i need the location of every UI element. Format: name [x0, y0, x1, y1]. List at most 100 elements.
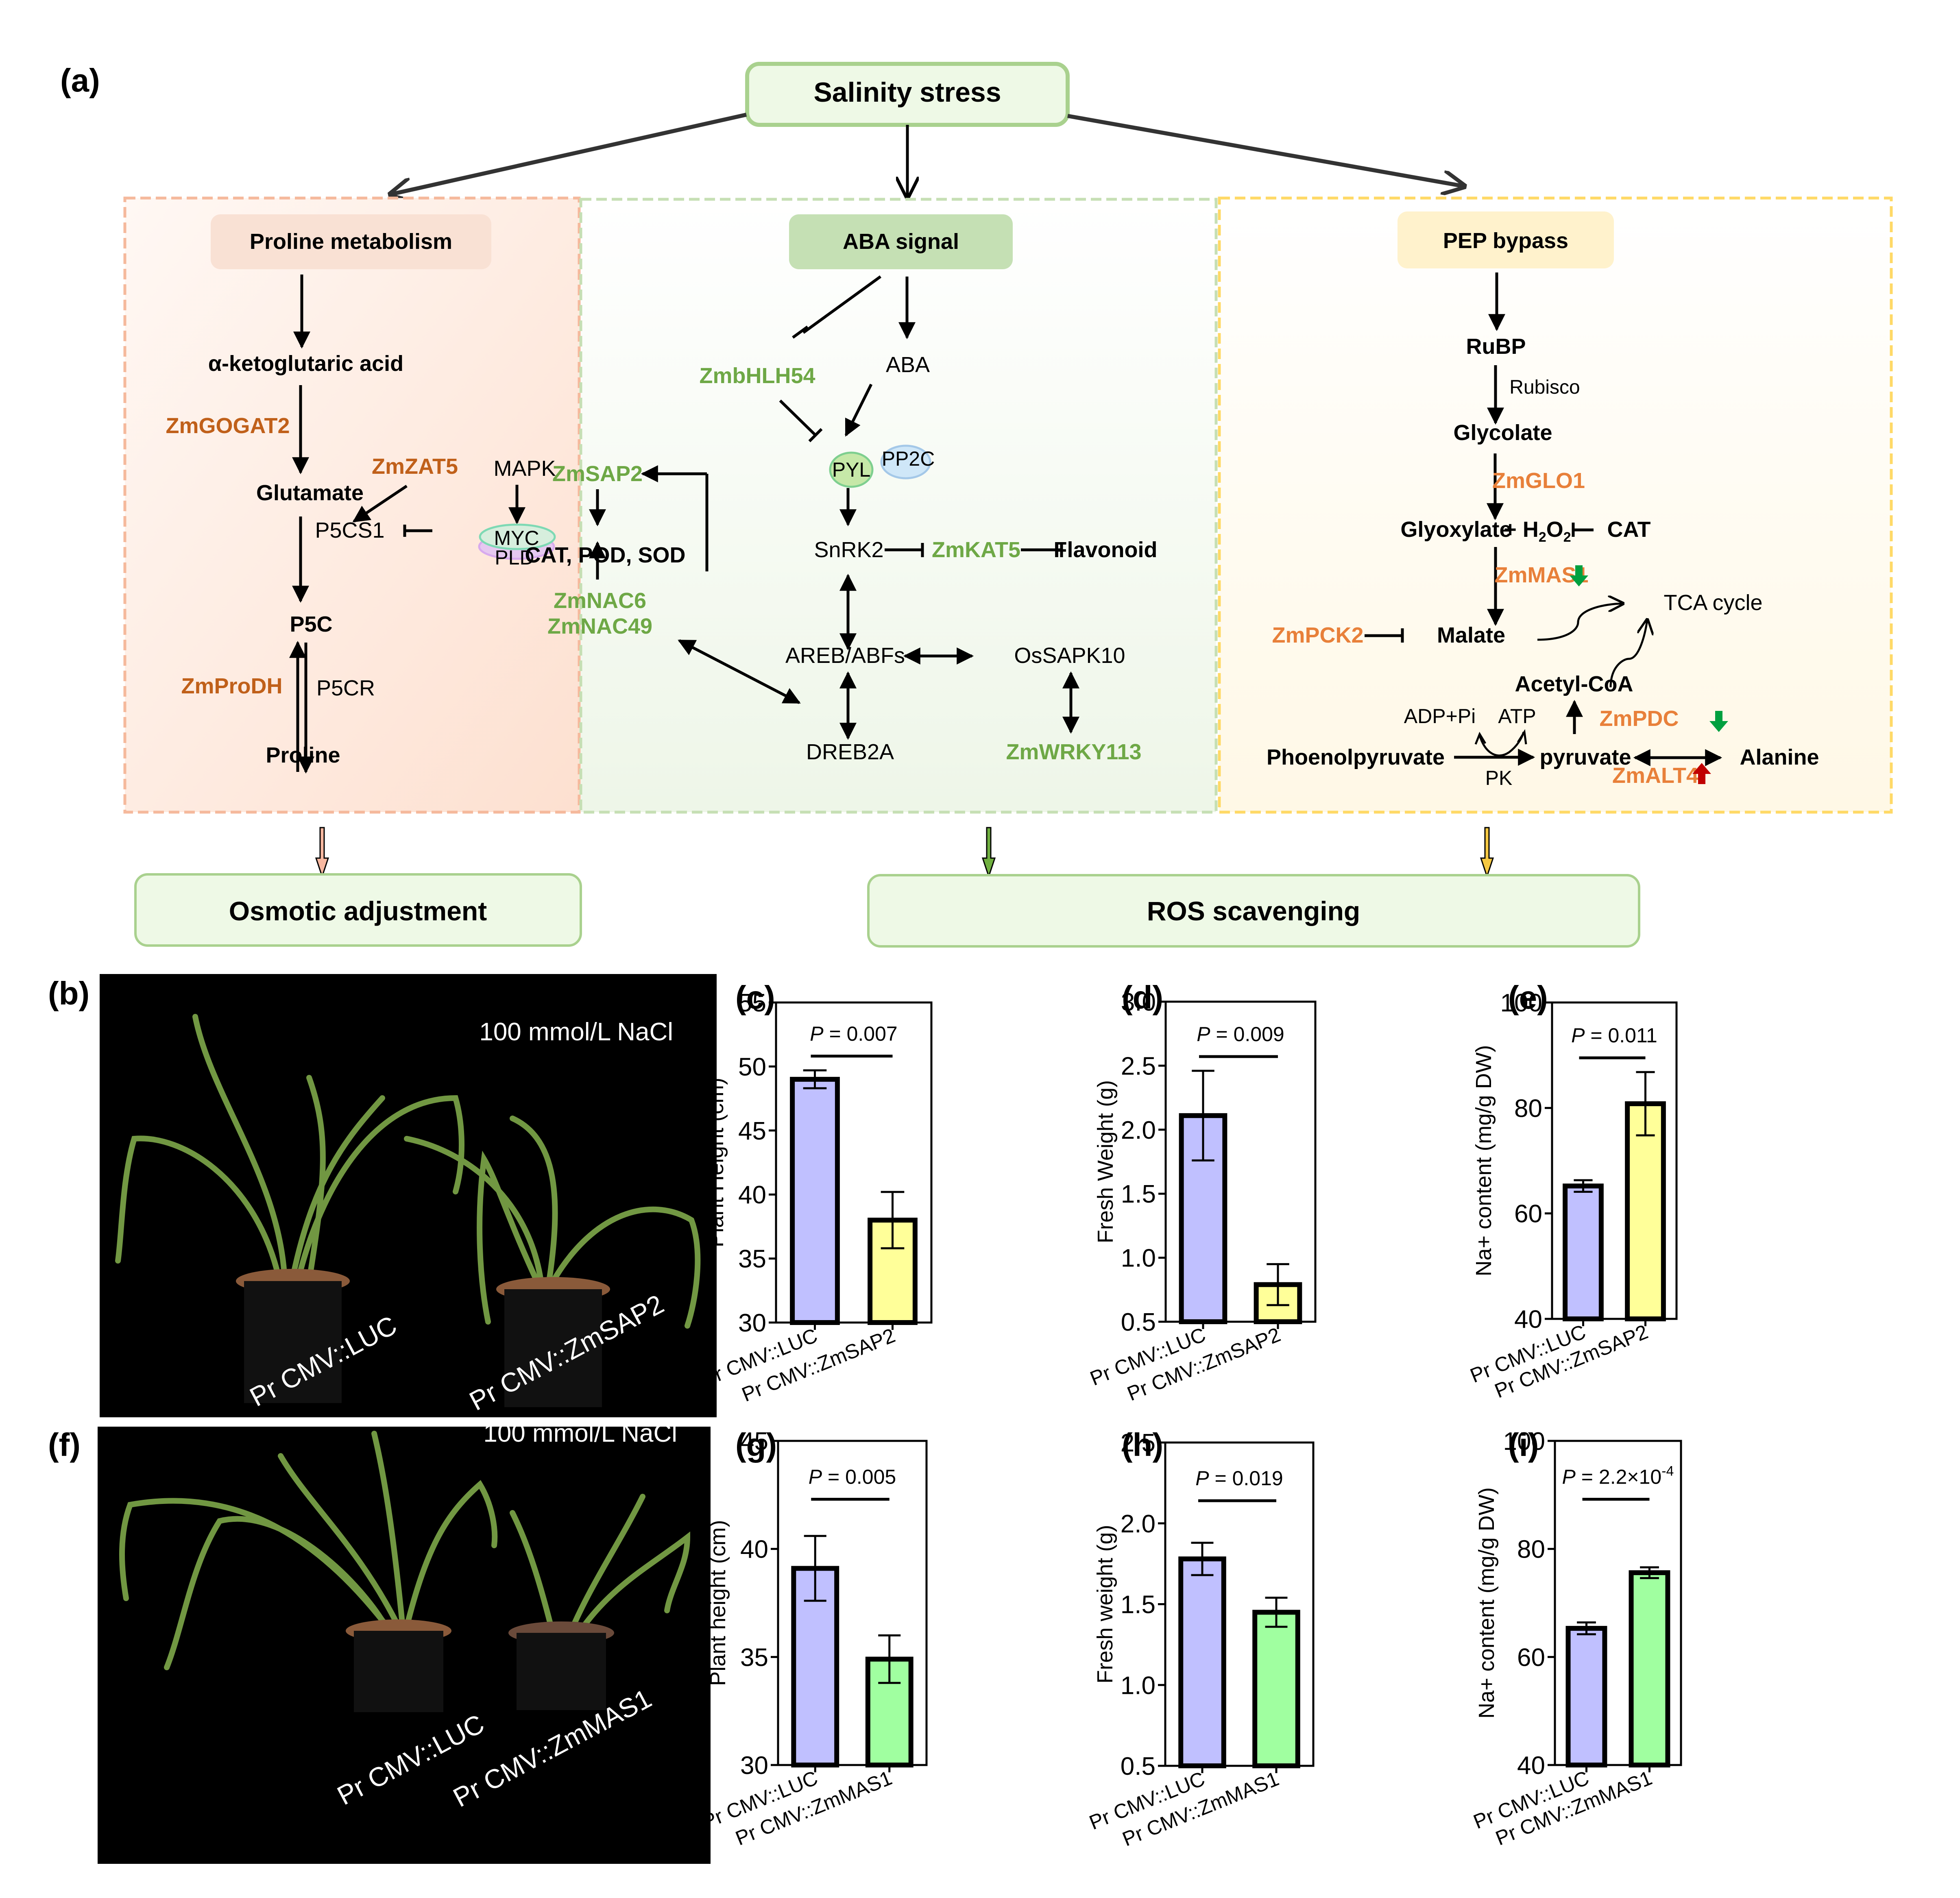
- y-tick-label: 80: [1517, 1536, 1545, 1564]
- bar-h-0: [1178, 1556, 1226, 1768]
- gene-zmalt4: ZmALT4: [1612, 763, 1698, 788]
- gene-zmbhlh54: ZmbHLH54: [699, 364, 815, 388]
- y-tick-label: 1.5: [1121, 1180, 1156, 1208]
- pep-pathway: RuBP Rubisco Glycolate ZmGLO1 Glyoxylate…: [1267, 272, 1819, 789]
- svg-text:ABA signal: ABA signal: [843, 229, 959, 254]
- p5cs1: P5CS1: [315, 518, 384, 543]
- p5cr: P5CR: [316, 676, 375, 700]
- gene-zmglo1: ZmGLO1: [1492, 469, 1585, 493]
- gene-zmgogat2: ZmGOGAT2: [166, 414, 290, 438]
- bar-i-1: [1629, 1570, 1670, 1767]
- y-tick-label: 1.5: [1121, 1591, 1156, 1619]
- y-tick-label: 2.0: [1121, 1510, 1156, 1538]
- y-axis-label-i: Na+ content (mg/g DW): [1474, 1487, 1499, 1719]
- gene-zmkat5: ZmKAT5: [932, 538, 1020, 562]
- y-tick-label: 3.0: [1121, 988, 1156, 1016]
- p-value-label: P = 0.019: [1195, 1467, 1283, 1490]
- glycolate: Glycolate: [1453, 421, 1552, 445]
- y-tick-label: 1.0: [1121, 1671, 1156, 1700]
- malate: Malate: [1437, 623, 1505, 647]
- bar-e-1: [1625, 1101, 1666, 1321]
- p-value-label: P = 0.009: [1197, 1023, 1284, 1046]
- salinity-stress-node: Salinity stress: [745, 62, 1070, 127]
- y-tick-label: 35: [738, 1245, 766, 1273]
- bar-e-0: [1563, 1183, 1604, 1321]
- y-tick-label: 2.0: [1121, 1116, 1156, 1144]
- alanine: Alanine: [1740, 745, 1819, 769]
- y-tick-label: 55: [738, 989, 766, 1017]
- proline-pathway: α-ketoglutaric acid ZmGOGAT2 Glutamate Z…: [166, 275, 556, 774]
- svg-text:Osmotic adjustment: Osmotic adjustment: [229, 896, 487, 926]
- panel-label-e: (e): [1508, 979, 1548, 1015]
- y-tick-label: 50: [738, 1053, 766, 1081]
- proline-module: [123, 196, 581, 814]
- photo-f-condition: 100 mmol/L NaCl: [483, 1419, 677, 1447]
- areb-abfs: AREB/ABFs: [785, 643, 905, 668]
- cat: CAT: [1607, 517, 1651, 542]
- rubisco: Rubisco: [1509, 377, 1580, 398]
- svg-text:ROS scavenging: ROS scavenging: [1147, 896, 1360, 926]
- antioxidant-enzymes: CAT, POD, SOD: [525, 543, 685, 567]
- pyl: PYL: [832, 458, 871, 481]
- mapk: MAPK: [493, 456, 556, 481]
- panel-label-f: (f): [48, 1427, 81, 1463]
- aba-pathway: ZmbHLH54 ABA PYL PP2C ZmSAP2 CAT, POD, S…: [525, 275, 1158, 764]
- svg-text:Proline metabolism: Proline metabolism: [250, 229, 452, 254]
- phosphoenolpyruvate: Phoenolpyruvate: [1267, 745, 1445, 769]
- y-tick-label: 100: [1503, 1427, 1545, 1456]
- plot-frame-d: [1164, 1000, 1317, 1323]
- proline-header: Proline metabolism: [211, 214, 491, 269]
- arrow-to-proline: [390, 113, 747, 194]
- aba-header: ABA signal: [789, 214, 1013, 269]
- y-tick-label: 30: [738, 1309, 766, 1337]
- y-tick-label: 60: [1517, 1643, 1545, 1671]
- pep-module: [1218, 196, 1893, 814]
- y-tick-label: 80: [1514, 1094, 1542, 1122]
- outcome-arrows: [315, 827, 1494, 878]
- p5c: P5C: [290, 612, 332, 636]
- up-arrow-icon: [1692, 763, 1711, 784]
- salinity-stress-label: Salinity stress: [813, 77, 1001, 108]
- h2o2: + H2O2: [1504, 517, 1571, 545]
- bar-i-0: [1565, 1626, 1607, 1767]
- rubp: RuBP: [1466, 334, 1526, 359]
- outcome-ros: ROS scavenging: [867, 874, 1640, 948]
- pld: PLD: [495, 546, 534, 569]
- gene-zmwrky113: ZmWRKY113: [1006, 740, 1141, 764]
- glyoxylate: Glyoxylate: [1400, 517, 1511, 542]
- plot-frame-e: [1551, 1001, 1678, 1320]
- dreb2a: DREB2A: [806, 740, 894, 764]
- down-arrow-icon: [1570, 565, 1588, 586]
- glutamate: Glutamate: [256, 481, 364, 505]
- acetyl-coa: Acetyl-CoA: [1515, 672, 1633, 696]
- y-tick-label: 0.5: [1121, 1752, 1156, 1780]
- y-tick-label: 40: [738, 1181, 766, 1209]
- y-tick-label: 45: [738, 1117, 766, 1145]
- aba: ABA: [886, 353, 930, 377]
- myc: MYC: [494, 527, 539, 549]
- y-tick-label: 40: [1517, 1752, 1545, 1780]
- gene-zmpdc: ZmPDC: [1599, 706, 1679, 731]
- atp: ATP: [1498, 705, 1536, 728]
- arrow-to-pep: [1067, 114, 1464, 186]
- panel-label-c: (c): [735, 979, 775, 1015]
- y-tick-label: 60: [1514, 1200, 1542, 1228]
- y-tick-label: 35: [740, 1643, 768, 1671]
- gene-zmprodh: ZmProDH: [181, 674, 282, 698]
- plot-frame-g: [777, 1440, 928, 1766]
- bar-h-1: [1252, 1610, 1300, 1768]
- y-tick-label: 40: [740, 1536, 768, 1564]
- y-axis-label-e: Na+ content (mg/g DW): [1472, 1045, 1496, 1277]
- down-arrow-icon: [1709, 711, 1728, 732]
- panel-label-b: (b): [48, 975, 89, 1011]
- photo-b-condition: 100 mmol/L NaCl: [479, 1018, 673, 1046]
- photo-f: 100 mmol/L NaCl Pr CMV::LUC Pr CMV::ZmMA…: [98, 1419, 711, 1864]
- y-tick-label: 0.5: [1121, 1308, 1156, 1336]
- gene-zmnac49: ZmNAC49: [547, 614, 652, 638]
- panel-label-g: (g): [735, 1427, 777, 1463]
- y-tick-label: 40: [1514, 1305, 1542, 1334]
- plot-frame-i: [1554, 1440, 1682, 1766]
- tca-cycle: TCA cycle: [1663, 591, 1762, 615]
